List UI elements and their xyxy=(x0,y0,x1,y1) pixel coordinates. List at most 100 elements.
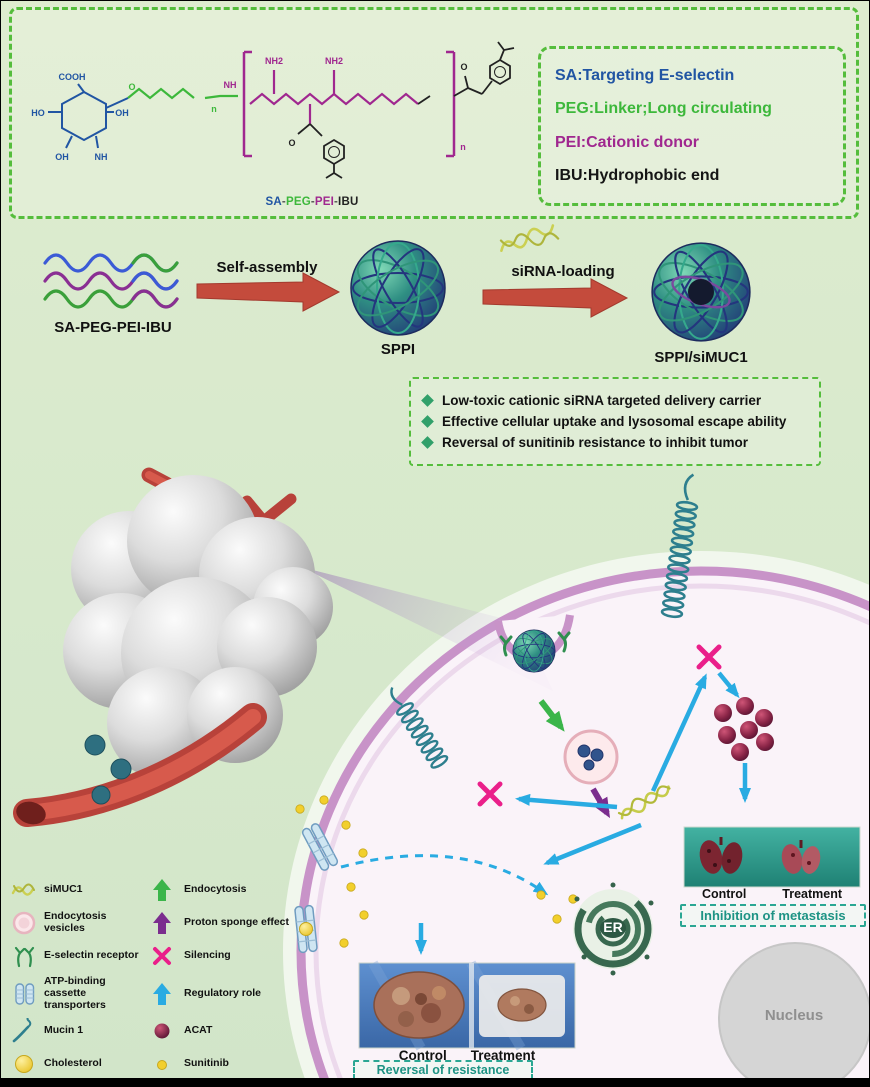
legend-label: Endocytosis vesicles xyxy=(44,910,107,934)
atom-label: NH2 xyxy=(325,56,343,66)
sialic-acid-unit xyxy=(48,83,129,149)
self-assembly-label: Self-assembly xyxy=(216,259,318,276)
metastasis-photo xyxy=(683,826,861,888)
chemical-structure: COOH HO OH OH NH O n NH NH2 NH2 n O O xyxy=(31,41,515,179)
atom-label: NH2 xyxy=(265,56,283,66)
green-arrow-icon xyxy=(153,879,171,901)
resistance-treatment-label: Treatment xyxy=(470,1048,536,1063)
tumor-graphic xyxy=(13,467,333,827)
polymer-strands xyxy=(43,253,179,309)
structure-caption-sa: SA xyxy=(265,196,282,208)
endosome-vesicle xyxy=(563,729,619,785)
metastasis-photo-labels: Control Treatment xyxy=(684,887,860,901)
structure-caption-peg: PEG xyxy=(285,196,311,208)
atom-label: NH xyxy=(224,80,237,90)
atom-label: NH xyxy=(95,152,108,162)
proton-sponge-arrow xyxy=(590,787,611,819)
pei-unit xyxy=(242,50,456,158)
legend-label: Cholesterol xyxy=(44,1057,102,1070)
legend-label: Silencing xyxy=(184,949,231,962)
legend-label: siMUC1 xyxy=(44,883,83,896)
abc-transporter-1 xyxy=(301,823,339,871)
highlight-item: Reversal of sunitinib resistance to inhi… xyxy=(421,435,807,450)
bottom-black-bar xyxy=(1,1078,869,1086)
regulatory-arrows xyxy=(340,671,751,955)
highlight-item: Effective cellular uptake and lysosomal … xyxy=(421,414,807,429)
atom-label: HO xyxy=(31,108,45,118)
atom-label: O xyxy=(128,82,135,92)
component-key-box: SA:Targeting E-selectin PEG:Linker;Long … xyxy=(538,46,846,206)
pink-x-icon xyxy=(153,947,171,965)
atom-label: O xyxy=(460,62,467,72)
er-organelle xyxy=(573,882,654,976)
legend-label: ACAT xyxy=(184,1024,213,1037)
abc-transporter-icon xyxy=(15,982,35,1005)
entering-nanoparticle xyxy=(511,629,557,673)
legend-label: Sunitinib xyxy=(184,1057,229,1070)
atom-label: COOH xyxy=(59,72,86,82)
legend-label: Mucin 1 xyxy=(44,1024,84,1037)
mucin1-coil-left xyxy=(390,687,449,769)
endocytosis-arrow xyxy=(538,699,565,732)
blue-arrow-icon xyxy=(153,982,171,1005)
atom-label: OH xyxy=(115,108,129,118)
sirna-loading-label: siRNA-loading xyxy=(511,263,615,280)
highlights-box: Low-toxic cationic siRNA targeted delive… xyxy=(409,377,821,466)
sunitinib-dot-icon xyxy=(157,1060,167,1071)
highlight-text: Effective cellular uptake and lysosomal … xyxy=(442,414,787,429)
sppi-simuc1-label: SPPI/siMUC1 xyxy=(654,349,748,366)
nucleus-label: Nucleus xyxy=(764,1007,824,1024)
metastasis-control-label: Control xyxy=(701,887,747,901)
blood-vessel xyxy=(13,703,267,827)
nucleus xyxy=(718,942,869,1086)
diamond-bullet-icon xyxy=(421,436,434,449)
mucin1-icon xyxy=(12,1018,32,1043)
e-selectin-receptors xyxy=(499,631,571,657)
metastasis-caption: Inhibition of metastasis xyxy=(680,904,866,927)
acat-cluster xyxy=(714,697,774,761)
resistance-photo xyxy=(358,960,576,1051)
e-selectin-receptor-icon xyxy=(14,946,35,968)
key-line-sa: SA:Targeting E-selectin xyxy=(555,66,735,84)
silencing-x-marks xyxy=(477,644,722,807)
sirna-squiggle-icon xyxy=(11,883,35,896)
key-line-peg: PEG:Linker;Long circulating xyxy=(555,100,772,118)
atom-label: O xyxy=(288,138,295,148)
resistance-caption: Reversal of resistance xyxy=(353,1060,533,1080)
legend-label: Regulatory role xyxy=(184,986,262,999)
structure-caption-ibu: IBU xyxy=(338,196,359,208)
sppi-simuc1-nanoparticle xyxy=(649,242,753,342)
acat-sphere-icon xyxy=(154,1023,170,1039)
mucin1-coil-top xyxy=(660,473,699,619)
resistance-control-label: Control xyxy=(398,1048,447,1063)
resistance-photo-labels: Control Treatment xyxy=(359,1048,575,1063)
sirna-helix xyxy=(499,224,560,253)
legend-label: Endocytosis xyxy=(184,883,247,896)
self-assembly-arrow xyxy=(196,272,341,312)
peg-unit xyxy=(127,87,238,100)
polymer-label: SA-PEG-PEI-IBU xyxy=(54,319,172,336)
figure-legend: siMUC1 Endocytosis Endocytosis vesicles … xyxy=(11,877,302,1077)
highlight-text: Low-toxic cationic siRNA targeted delive… xyxy=(442,393,762,408)
polymer-structure-panel: COOH HO OH OH NH O n NH NH2 NH2 n O O SA… xyxy=(9,7,859,219)
structure-caption-pei: PEI xyxy=(314,196,335,208)
structure-caption: SA-PEG-PEI-IBU xyxy=(265,196,359,208)
legend-label: Proton sponge effect xyxy=(184,916,290,929)
atom-label: OH xyxy=(55,152,69,162)
legend-label: ATP-binding cassette transporters xyxy=(44,975,106,1011)
metastasis-treatment-label: Treatment xyxy=(782,887,843,901)
cholesterol-ball xyxy=(299,922,313,936)
released-sirna xyxy=(617,785,671,820)
highlight-text: Reversal of sunitinib resistance to inhi… xyxy=(442,435,749,450)
ibuprofen-units xyxy=(297,41,515,179)
legend-label: E-selectin receptor xyxy=(44,949,139,962)
key-line-pei: PEI:Cationic donor xyxy=(555,133,699,151)
sppi-nanoparticle xyxy=(348,240,448,336)
sirna-loading-arrow xyxy=(482,278,629,318)
purple-arrow-icon xyxy=(153,912,171,934)
endocytosis-vesicle-icon xyxy=(12,911,36,935)
highlight-item: Low-toxic cationic siRNA targeted delive… xyxy=(421,393,807,408)
cholesterol-icon xyxy=(15,1055,33,1074)
